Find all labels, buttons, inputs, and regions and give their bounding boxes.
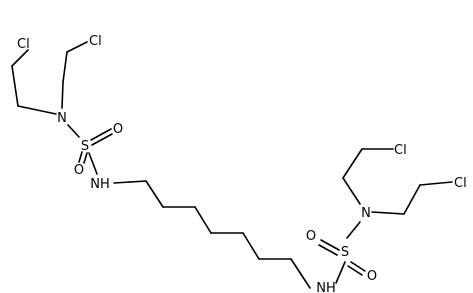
bond: [194, 206, 212, 234]
atom-label-o: O: [74, 163, 84, 178]
lower-sulfonamide-bonds: [318, 148, 453, 284]
bond: [17, 105, 57, 115]
atom-label-o: O: [306, 229, 316, 244]
atom-label-cl: Cl: [17, 37, 30, 52]
atom-label-s: S: [341, 245, 349, 260]
bond: [66, 41, 88, 53]
bond: [242, 232, 260, 260]
bond: [290, 258, 311, 289]
bond: [335, 261, 346, 284]
bond: [419, 181, 453, 186]
bond: [318, 244, 338, 256]
bond: [62, 51, 68, 83]
bond: [346, 221, 361, 239]
upper-sulfonamide-bonds: [11, 41, 113, 175]
atom-label-n: N: [361, 206, 371, 221]
atom-label-o: O: [367, 269, 377, 284]
atom-labels: Cl Cl N S O O NH Cl Cl N S O O NH: [17, 34, 467, 293]
bond: [90, 128, 112, 141]
bond: [83, 152, 88, 164]
atom-label-o: O: [113, 122, 123, 137]
bond: [113, 180, 147, 184]
bond: [91, 133, 113, 146]
bond: [61, 81, 64, 109]
atom-label-nh: NH: [90, 177, 110, 192]
bond: [350, 261, 366, 272]
hexamethylene-chain: [113, 180, 311, 289]
atom-label-s: S: [81, 139, 89, 154]
bond: [320, 239, 340, 251]
bond: [371, 211, 405, 215]
bond: [342, 148, 363, 179]
bond: [145, 180, 164, 208]
atom-label-cl: Cl: [89, 34, 102, 49]
bond: [342, 177, 361, 205]
bond: [11, 49, 29, 67]
bond: [88, 152, 98, 175]
bond: [67, 124, 80, 138]
atom-label-cl: Cl: [454, 176, 467, 191]
bond: [347, 265, 363, 276]
bond: [11, 65, 19, 107]
bond: [78, 151, 83, 163]
atom-label-cl: Cl: [394, 143, 407, 158]
bond: [403, 184, 421, 215]
atom-label-nh: NH: [316, 281, 336, 293]
atom-label-n: N: [57, 111, 67, 126]
